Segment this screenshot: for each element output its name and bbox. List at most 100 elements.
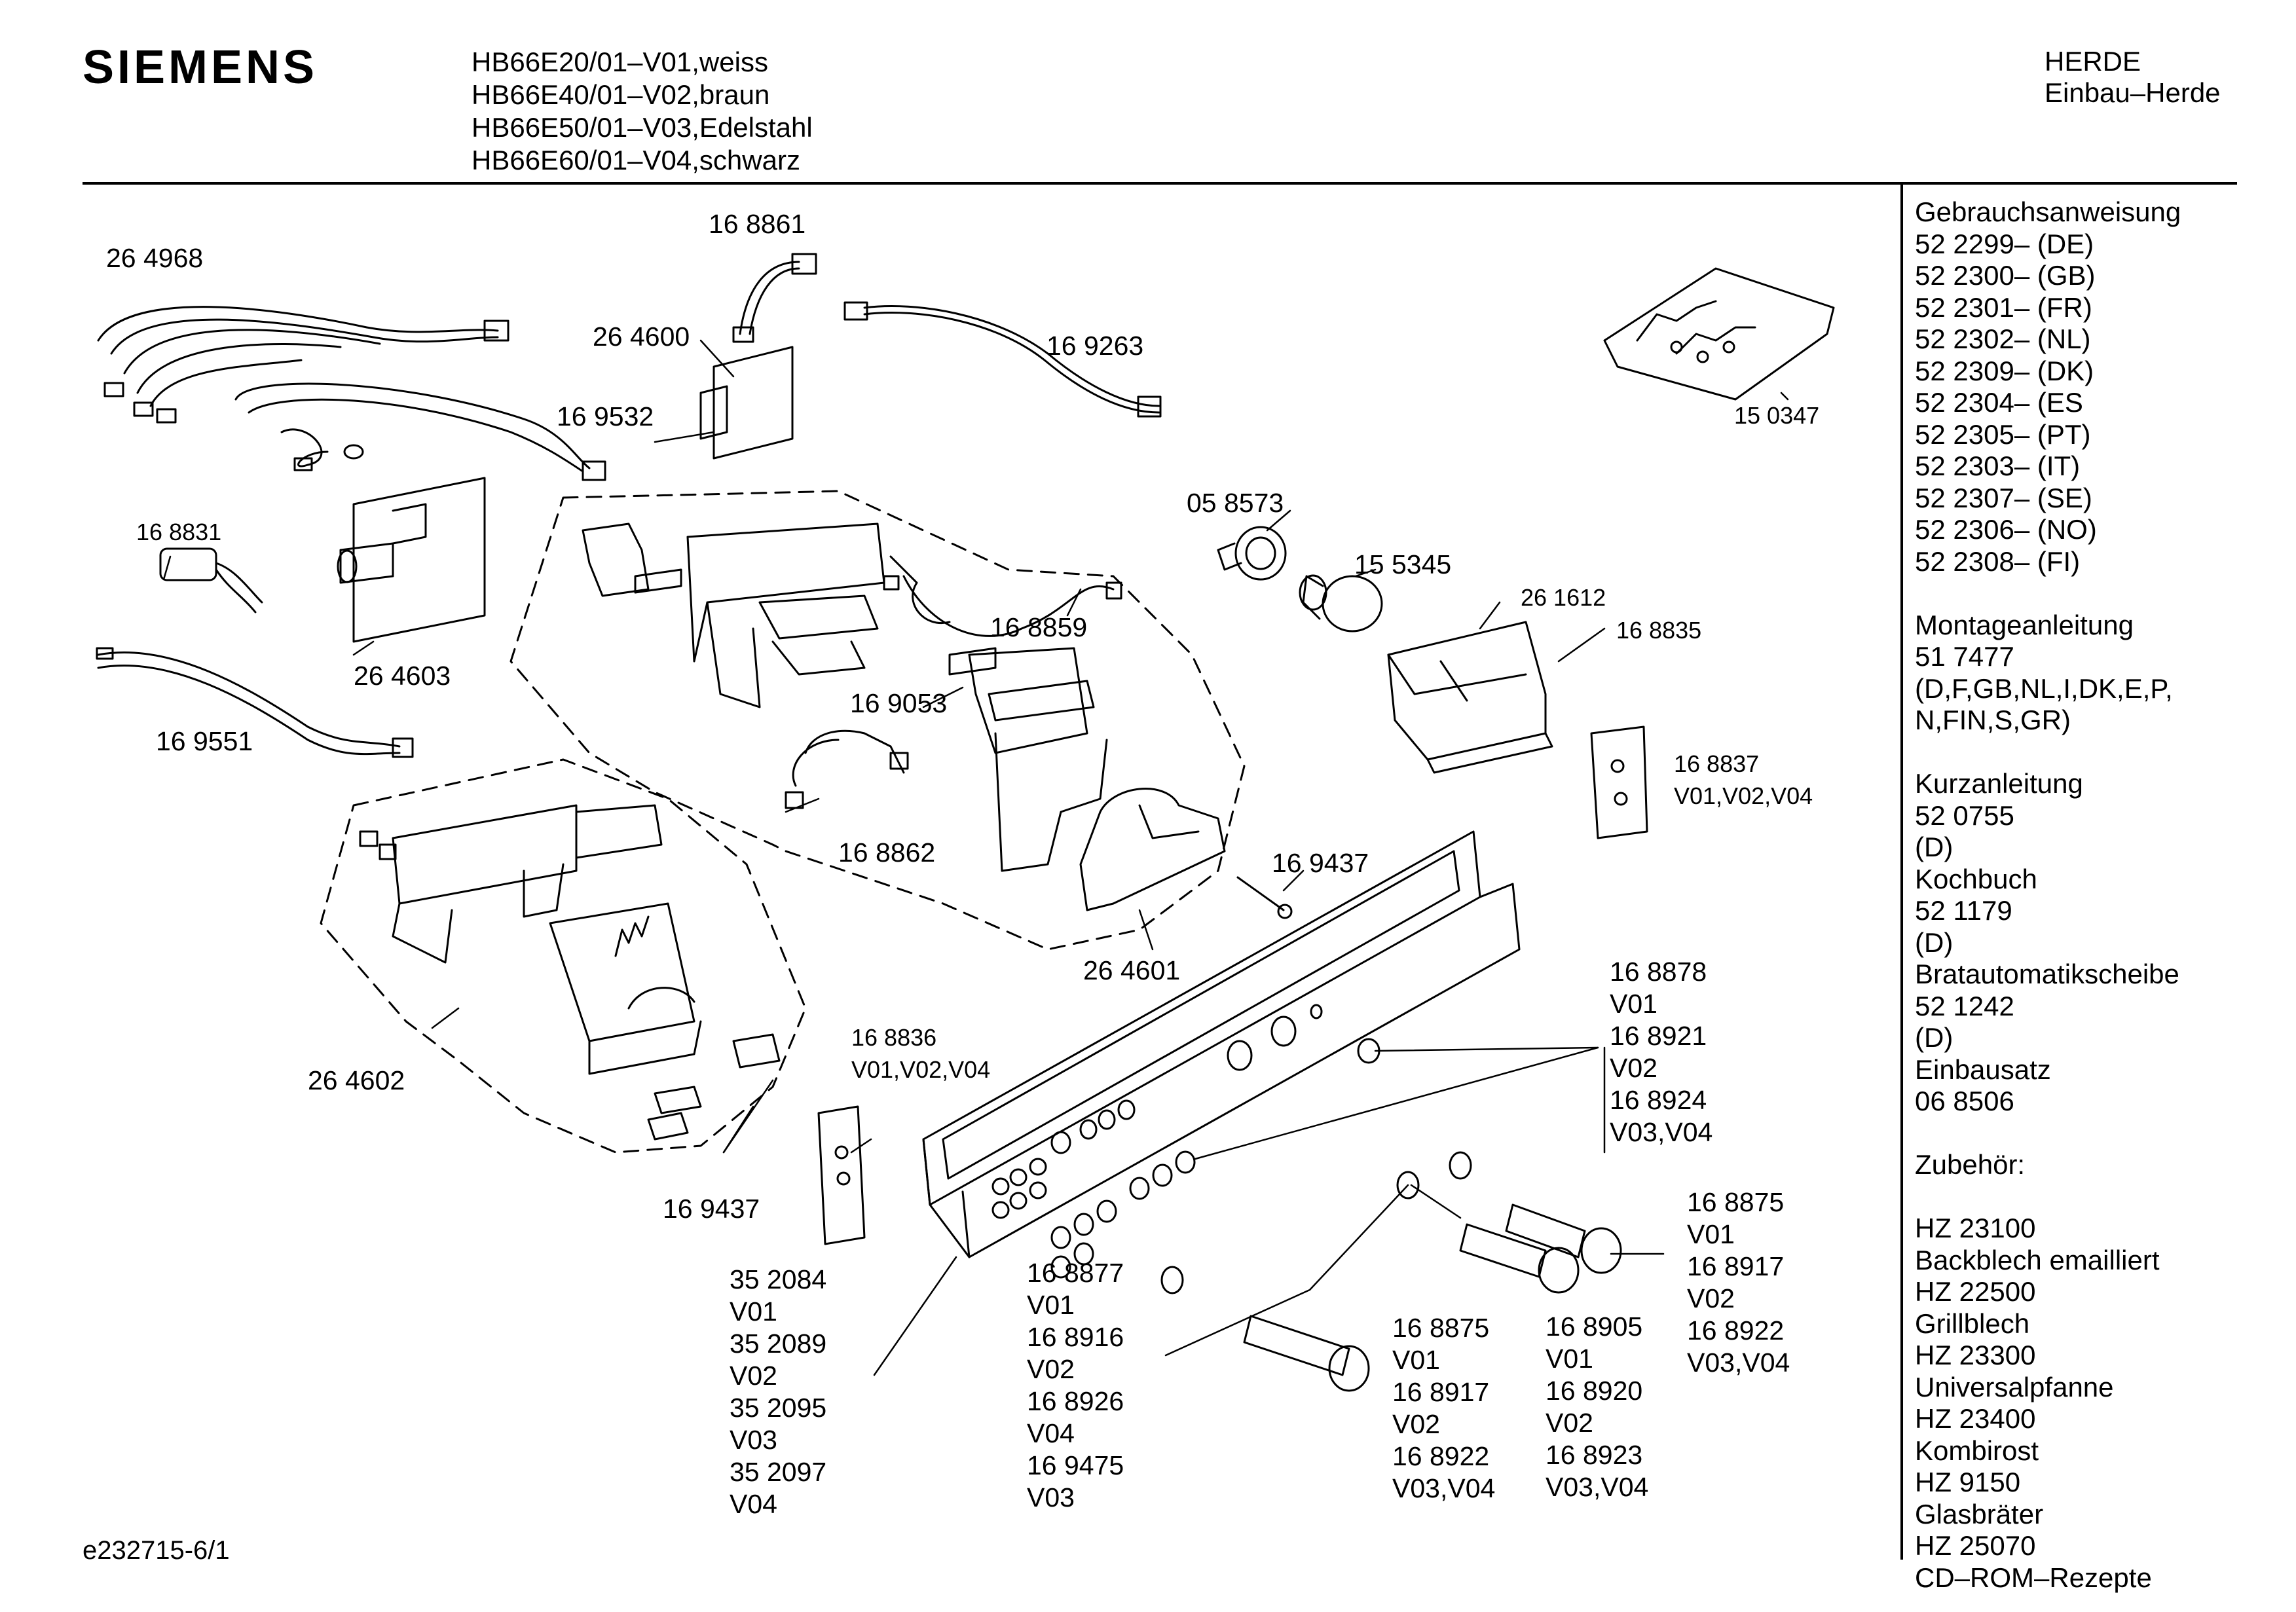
doc-item: Bratautomatikscheibe: [1915, 959, 2179, 989]
wire-169263: [843, 301, 1162, 418]
knob-left: [1160, 1266, 1370, 1392]
doc-item: 52 1179: [1915, 895, 2012, 926]
doc-item: (D): [1915, 1022, 1953, 1053]
model-line: HB66E60/01–V04,schwarz: [472, 145, 800, 175]
doc-item: 06 8506: [1915, 1086, 2014, 1116]
label-169437-top: 16 9437: [1272, 848, 1369, 878]
doc-item: Kochbuch: [1915, 863, 2037, 894]
lamp-cover-155345: [1299, 574, 1383, 632]
doc-item: 52 2304– (ES: [1915, 387, 2083, 418]
doc-item: 52 0755: [1915, 799, 2014, 831]
doc-item: 52 2299– (DE): [1915, 228, 2094, 259]
label-group-panel: 35 2084 V01 35 2089 V02 35 2095 V03 35 2…: [730, 1264, 827, 1519]
accessory-item: HZ 23400: [1915, 1403, 2036, 1434]
doc-item: 52 2306– (NO): [1915, 514, 2097, 545]
accessory-item: Glasbräter: [1915, 1498, 2044, 1530]
doc-item: 52 1242: [1915, 990, 2014, 1021]
label-261612: 26 1612: [1521, 584, 1606, 611]
category-line: Einbau–Herde: [2045, 77, 2221, 108]
doc-item: 52 2308– (FI): [1915, 545, 2081, 577]
doc-item: Kurzanleitung: [1915, 768, 2083, 799]
doc-item: (D,F,GB,NL,I,DK,E,P,: [1915, 672, 2173, 704]
accessory-item: Universalpfanne: [1915, 1371, 2114, 1402]
leader-lines: [162, 339, 1789, 1376]
header-divider: [83, 182, 2237, 185]
label-group-buttons: 16 8877 V01 16 8916 V02 16 8926 V04 16 9…: [1027, 1258, 1124, 1512]
wire-169532: [234, 382, 606, 481]
accessory-item: Backblech emailliert: [1915, 1244, 2160, 1275]
holder-261612: [1387, 621, 1553, 774]
doc-item: 52 2309– (DK): [1915, 355, 2094, 386]
label-168861: 16 8861: [709, 209, 806, 239]
bracket-168837: [1590, 725, 1648, 839]
doc-item: 52 2303– (IT): [1915, 450, 2081, 481]
label-169437-bottom: 16 9437: [663, 1194, 760, 1224]
doc-item: 52 2307– (SE): [1915, 482, 2092, 513]
relay-board-assembly: [582, 522, 1226, 911]
group-outline-264601: [509, 490, 1246, 951]
label-168835: 16 8835: [1616, 617, 1702, 644]
label-264602: 26 4602: [308, 1065, 405, 1095]
exploded-view-drawing: [96, 253, 1835, 1392]
label-168862: 16 8862: [838, 837, 936, 868]
label-168837: 16 8837 V01,V02,V04: [1674, 750, 1813, 809]
knob-right: [1449, 1151, 1622, 1274]
label-group-knob-right: 16 8875 V01 16 8917 V02 16 8922 V03,V04: [1687, 1187, 1790, 1378]
gebrauch-title: Gebrauchsanweisung: [1915, 196, 2181, 227]
label-150347: 15 0347: [1734, 402, 1820, 429]
accessory-item: Kombirost: [1915, 1435, 2039, 1466]
accessory-item: HZ 23100: [1915, 1213, 2036, 1243]
accessory-item: HZ 25070: [1915, 1530, 2036, 1561]
label-264603: 26 4603: [354, 661, 451, 691]
capacitor-168831: [159, 547, 263, 614]
control-panel-bezel: [922, 830, 1521, 1258]
accessory-item: HZ 23300: [1915, 1340, 2036, 1370]
product-category: HERDE Einbau–Herde: [2045, 46, 2221, 109]
label-264968: 26 4968: [106, 243, 204, 273]
montage-title: Montageanleitung: [1915, 609, 2134, 640]
doc-item: 52 2300– (GB): [1915, 260, 2096, 291]
doc-item: (D): [1915, 832, 1953, 862]
doc-item: 52 2301– (FR): [1915, 291, 2092, 323]
doc-item: N,FIN,S,GR): [1915, 705, 2071, 735]
push-buttons: [1050, 1038, 1380, 1279]
screw-169437: [1236, 876, 1293, 919]
wire-168861: [732, 253, 817, 343]
model-line: HB66E20/01–V01,weiss: [472, 46, 768, 77]
doc-item: Einbausatz: [1915, 1053, 2051, 1085]
screw-bag-150347: [1603, 267, 1835, 401]
label-155345: 15 5345: [1354, 549, 1452, 579]
wire-harness-264968: [97, 306, 509, 424]
label-group-knob-mid: 16 8875 V01 16 8917 V02 16 8922 V03,V04: [1392, 1313, 1496, 1503]
label-168836: 16 8836 V01,V02,V04: [851, 1024, 991, 1083]
label-group-knob-lamps: 16 8878 V01 16 8921 V02 16 8924 V03,V04: [1610, 957, 1713, 1147]
label-group-knob-mid2: 16 8905 V01 16 8920 V02 16 8923 V03,V04: [1546, 1311, 1649, 1502]
doc-item: (D): [1915, 926, 1953, 958]
model-line: HB66E40/01–V02,braun: [472, 79, 770, 110]
model-line: HB66E50/01–V03,Edelstahl: [472, 112, 813, 143]
wire-169551: [96, 647, 414, 758]
group-outline-264602: [320, 758, 807, 1154]
model-list: HB66E20/01–V01,weiss HB66E40/01–V02,brau…: [472, 46, 813, 177]
accessory-item: HZ 9150: [1915, 1467, 2021, 1497]
accessory-item: Grillblech: [1915, 1308, 2030, 1339]
doc-item: 52 2302– (NL): [1915, 323, 2091, 354]
label-169263: 16 9263: [1046, 331, 1144, 361]
board-264600: [699, 346, 794, 460]
accessory-item: HZ 22500: [1915, 1276, 2036, 1307]
category-line: HERDE: [2045, 46, 2141, 77]
brand-logo: SIEMENS: [83, 41, 318, 94]
documentation-sidebar: Gebrauchsanweisung 52 2299– (DE) 52 2300…: [1915, 196, 2282, 1594]
doc-item: 51 7477: [1915, 641, 2014, 672]
board-264603: [337, 477, 486, 643]
label-264600: 26 4600: [593, 321, 690, 352]
label-169053: 16 9053: [850, 688, 948, 718]
label-264601: 26 4601: [1083, 955, 1181, 985]
accessory-item: CD–ROM–Rezepte: [1915, 1562, 2152, 1593]
bracket-168836: [817, 1105, 866, 1245]
label-168859: 16 8859: [990, 612, 1088, 642]
label-169551: 16 9551: [156, 726, 253, 756]
drawing-code: e232715-6/1: [83, 1536, 230, 1565]
switch-board-assembly: [359, 804, 781, 1141]
